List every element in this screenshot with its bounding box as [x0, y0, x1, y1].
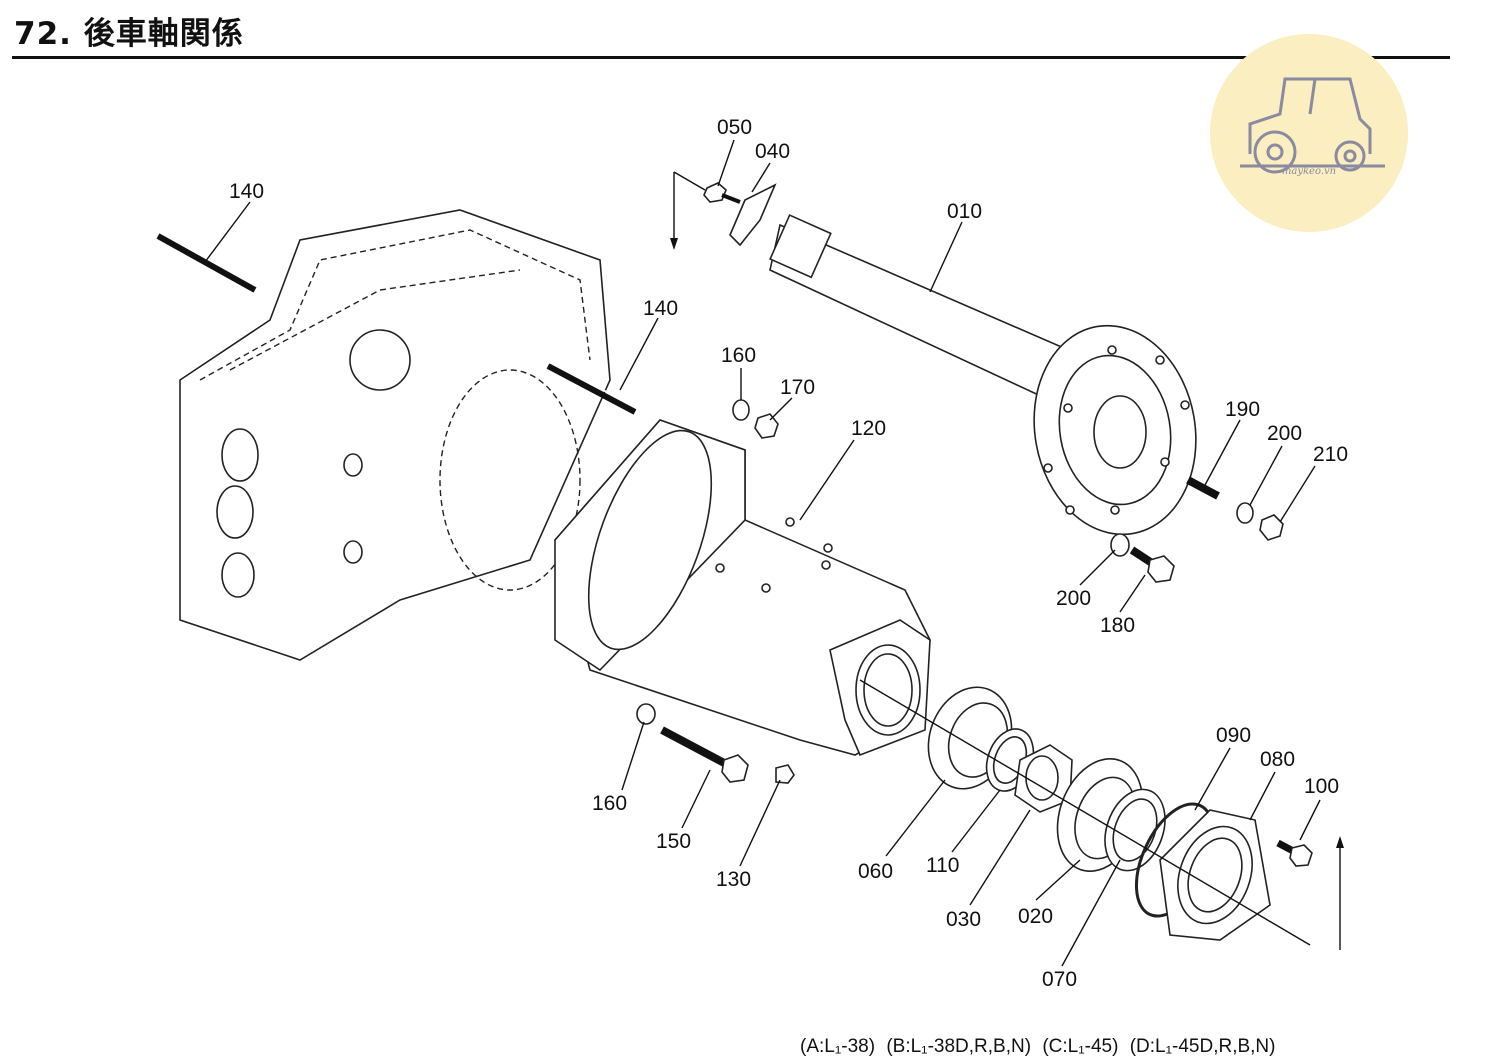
stud-190	[1186, 476, 1220, 500]
callout-180: 180	[1100, 614, 1135, 637]
washer-160-upper	[732, 399, 750, 421]
callout-120: 120	[851, 417, 886, 440]
callout-210: 210	[1313, 443, 1348, 466]
bolt-180	[1129, 546, 1175, 583]
title-underline	[12, 56, 1450, 59]
callout-200-right: 200	[1267, 422, 1302, 445]
callout-090: 090	[1216, 724, 1251, 747]
callout-200-lower: 200	[1056, 587, 1091, 610]
tractor-icon	[1240, 77, 1385, 174]
callout-100: 100	[1304, 775, 1339, 798]
washer-160-lower	[636, 703, 656, 725]
bolt-050	[703, 182, 741, 204]
callout-130: 130	[716, 868, 751, 891]
footer-item-b: (B:L₁-38D,R,B,N)	[886, 1036, 1032, 1057]
leader-lines	[204, 139, 1321, 967]
callout-110: 110	[926, 854, 959, 877]
page-title: 72. 後車軸関係	[14, 16, 244, 52]
bolt-150	[660, 726, 749, 783]
footer-item-c: (C:L₁-45)	[1042, 1036, 1119, 1057]
callout-170: 170	[780, 376, 815, 399]
stud-140-upper	[156, 231, 258, 293]
callout-190: 190	[1225, 398, 1260, 421]
callout-060: 060	[858, 860, 893, 883]
axle-shaft-010	[769, 214, 1197, 536]
washer-200-lower	[1110, 533, 1130, 557]
callout-040: 040	[755, 140, 790, 163]
lock-plate-040	[729, 183, 777, 247]
washer-200-right	[1236, 502, 1254, 524]
callout-140-upper: 140	[229, 180, 264, 203]
callout-160-lower: 160	[592, 792, 627, 815]
plug-130	[775, 764, 795, 784]
watermark-logo: maykeo.vn	[1210, 34, 1408, 232]
callout-050: 050	[717, 116, 752, 139]
stud-140-lower	[546, 361, 638, 415]
bolt-100	[1276, 839, 1313, 867]
model-applicability-footer: (A:L₁-38) (B:L₁-38D,R,B,N) (C:L₁-45) (D:…	[800, 1036, 1281, 1058]
callout-070: 070	[1042, 968, 1077, 991]
nut-170	[754, 413, 779, 439]
footer-item-d: (D:L₁-45D,R,B,N)	[1129, 1036, 1276, 1057]
callout-140-lower: 140	[643, 297, 678, 320]
logo-caption: maykeo.vn	[1281, 166, 1337, 177]
nut-210	[1259, 514, 1284, 541]
callout-030: 030	[946, 908, 981, 931]
callout-020: 020	[1018, 905, 1053, 928]
bearing-cover-080	[1159, 809, 1271, 941]
callout-010: 010	[947, 200, 982, 223]
callout-160-upper: 160	[721, 344, 756, 367]
nut-030	[1014, 744, 1073, 813]
transmission-case	[179, 209, 611, 661]
callout-150: 150	[656, 830, 691, 853]
callout-080: 080	[1260, 748, 1295, 771]
callout-labels: 050 040 010 140 140 160 170 120 190 200 …	[229, 116, 1348, 991]
axle-housing-120	[554, 419, 931, 757]
footer-item-a: (A:L₁-38)	[800, 1036, 876, 1057]
